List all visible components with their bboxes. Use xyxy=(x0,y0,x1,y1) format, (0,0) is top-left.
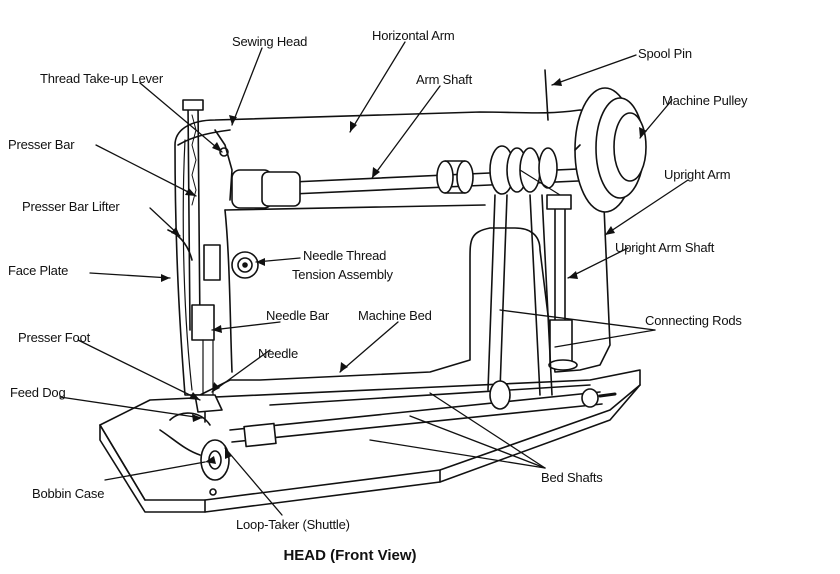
label-bobbin-case: Bobbin Case xyxy=(32,486,105,501)
arrowheads xyxy=(161,78,647,464)
figure-caption: HEAD (Front View) xyxy=(283,547,417,564)
label-needle-thread: Needle Thread xyxy=(303,248,387,263)
label-sewing-head: Sewing Head xyxy=(232,34,308,49)
label-bed-shafts: Bed Shafts xyxy=(541,470,603,485)
label-spool-pin: Spool Pin xyxy=(638,46,692,61)
label-machine-bed: Machine Bed xyxy=(358,308,432,323)
label-arm-shaft: Arm Shaft xyxy=(416,72,472,87)
label-thread-take-up-lever: Thread Take-up Lever xyxy=(40,71,163,86)
label-presser-bar-lifter: Presser Bar Lifter xyxy=(22,199,120,214)
label-needle: Needle xyxy=(258,346,298,361)
label-tension-assembly: Tension Assembly xyxy=(292,267,393,282)
label-upright-arm-shaft: Upright Arm Shaft xyxy=(615,240,715,255)
presser-bar-lifter-drawing xyxy=(167,229,193,261)
presser-foot-drawing xyxy=(194,394,223,423)
label-needle-bar: Needle Bar xyxy=(266,308,330,323)
label-presser-foot: Presser Foot xyxy=(18,330,91,345)
needle-bar-drawing xyxy=(182,99,221,396)
arm-front-cylinder-drawing xyxy=(231,169,301,209)
label-face-plate: Face Plate xyxy=(8,263,69,278)
label-machine-pulley: Machine Pulley xyxy=(662,93,748,108)
leader-lines xyxy=(59,41,689,516)
label-loop-taker: Loop-Taker (Shuttle) xyxy=(236,517,350,532)
connecting-rods-drawing xyxy=(487,194,553,396)
machine-pulley-drawing xyxy=(574,87,647,213)
arm-shaft-drawing xyxy=(269,145,601,206)
bobbin-case-drawing xyxy=(159,412,230,496)
tension-assembly-drawing xyxy=(231,251,259,279)
bed-shafts-drawing xyxy=(229,380,617,448)
upright-arm-shaft-drawing xyxy=(546,194,578,371)
label-upright-arm: Upright Arm xyxy=(664,167,731,182)
spool-pin-drawing xyxy=(544,69,549,121)
thread-take-up-lever-drawing xyxy=(214,129,233,201)
label-presser-bar: Presser Bar xyxy=(8,137,75,152)
label-feed-dog: Feed Dog xyxy=(10,385,66,400)
label-connecting-rods: Connecting Rods xyxy=(645,313,742,328)
label-horizontal-arm: Horizontal Arm xyxy=(372,28,455,43)
